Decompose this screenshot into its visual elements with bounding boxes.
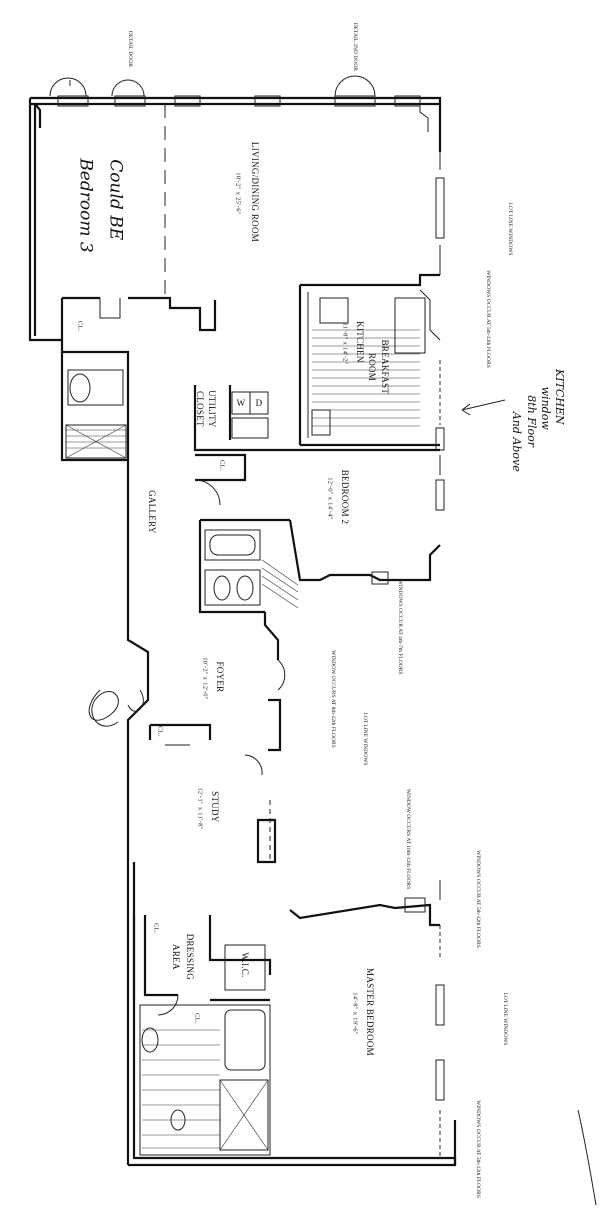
study-dim: 12'-1" x 11'-8" (197, 787, 204, 829)
foyer-walls (88, 612, 286, 860)
breakfast-label-2: ROOM (367, 353, 377, 381)
washer-label: W (237, 398, 246, 408)
note-top-right: DETAIL 2ND DOOR (352, 23, 358, 72)
handwritten-kitchen-note: 8th Floor (525, 395, 538, 447)
note-window-study: WINDOW OCCURS AT 10th-12th FLOORS (405, 789, 411, 889)
utility-label: UTILITY (207, 390, 217, 428)
study-walls (256, 818, 441, 927)
bath-1 (60, 352, 128, 462)
foyer-label: FOYER (215, 661, 225, 692)
note-lot-line-1: LOT LINE WINDOWS (507, 203, 513, 256)
handwritten-kitchen-note: window (539, 387, 552, 431)
closet-label: CL. (157, 726, 164, 737)
dressing-label-2: AREA (171, 944, 181, 970)
bedroom2-dim: 12'-0" x 14'-4" (327, 477, 334, 520)
handwritten-kitchen-note: And Above (510, 411, 523, 472)
outer-walls (28, 96, 457, 1167)
closet-label: CL. (77, 321, 84, 332)
note-top-left: DETAIL DOOR (127, 31, 133, 68)
closet-label: CL. (194, 1013, 201, 1024)
top-windows (49, 75, 421, 107)
handwritten-kitchen-note: KITCHEN (553, 368, 566, 425)
breakfast-label: BREAKFAST (380, 340, 390, 395)
handwritten-bedroom-3: Bedroom 3 (76, 157, 96, 252)
kitchen-area (298, 273, 445, 451)
note-windows-bedroom: WINDOWS OCCUR AT 4th-7th FLOORS (397, 580, 403, 675)
note-window-foyer: WINDOW OCCURS AT 8th-12th FLOORS (330, 650, 336, 748)
dressing-walls (132, 915, 272, 1156)
kitchen-note-arrow (461, 399, 506, 416)
master-bedroom-dim: 14'-8" x 19'-6" (352, 992, 359, 1035)
living-room-label: LIVING/DINING ROOM (250, 142, 260, 242)
note-windows-occur-2: WINDOWS OCCUR AT 5th-12th FLOORS (475, 850, 481, 948)
study-label: STUDY (210, 791, 220, 823)
bedroom2-walls (198, 448, 445, 614)
pen-stroke (577, 1109, 597, 1206)
note-windows-occur-1: WINDOWS OCCUR AT 5th-12th FLOORS (485, 270, 491, 368)
dressing-label: DRESSING (185, 934, 195, 981)
utility-area (193, 385, 269, 506)
note-lot-line-3: LOT LINE WINDOWS (502, 993, 508, 1046)
kitchen-label: KITCHEN (355, 321, 365, 363)
living-walls (34, 103, 445, 340)
utility-label-2: CLOSET (195, 391, 205, 427)
master-bedroom-label: MASTER BEDROOM (365, 968, 375, 1056)
bedroom2-label: BEDROOM 2 (340, 470, 350, 524)
foyer-dim: 10'-2" x 12'-0" (202, 657, 209, 700)
closet-label: CL. (153, 923, 160, 934)
gallery-label: GALLERY (147, 490, 157, 534)
handwritten-could-be: Could BE (105, 159, 125, 240)
dryer-label: D (256, 398, 263, 408)
closet-label: CL. (219, 460, 226, 471)
master-windows (435, 925, 445, 1158)
living-room-dim: 18'-2" x 25'-6" (235, 172, 242, 215)
wic-label: W.I.C. (240, 952, 250, 977)
note-windows-occur-3: WINDOWS OCCUR AT 5th-12th FLOORS (475, 1100, 481, 1198)
kitchen-dim: 11'-8" x 14'-2" (342, 322, 349, 364)
note-lot-line-2: LOT LINE WINDOWS (362, 713, 368, 766)
